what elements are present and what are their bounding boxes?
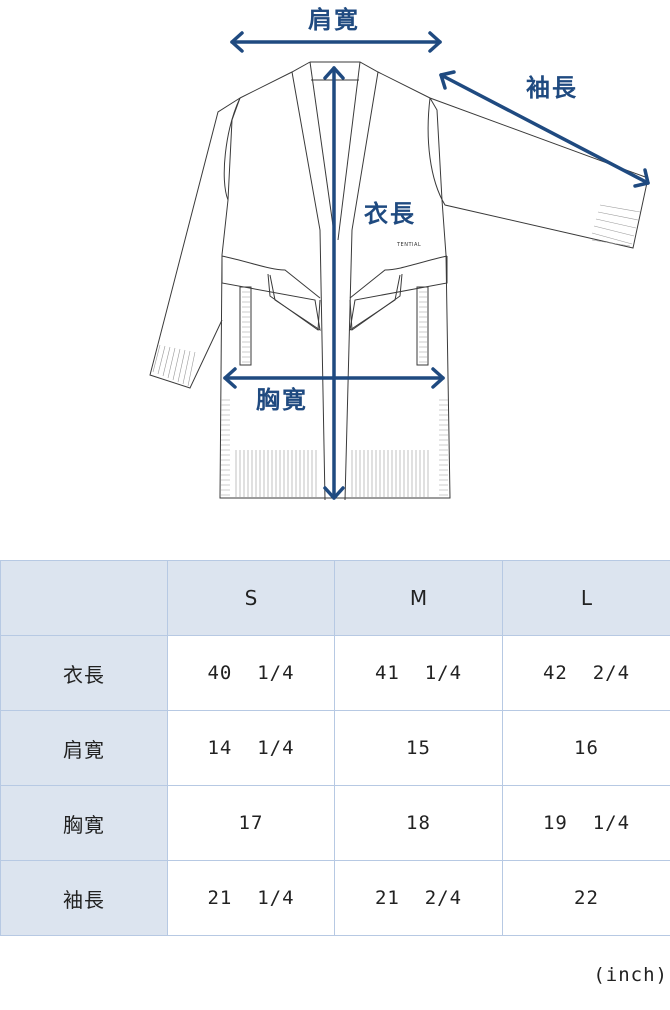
body-length-arrow [323,66,345,500]
header-cell-s: S [167,560,335,636]
cell-value: 15 [334,710,503,786]
sleeve-length-arrow [439,70,650,188]
sleeve-length-label: 袖長 [526,74,578,102]
cell-value: 42 2/4 [502,635,670,711]
cell-value: 21 2/4 [334,860,503,936]
row-label-chest-width: 胸寛 [0,785,168,861]
table-row: 胸寛 17 18 19 1/4 [0,785,670,861]
chest-width-label: 胸寛 [256,386,308,414]
row-label-sleeve-length: 袖長 [0,860,168,936]
cell-value: 14 1/4 [167,710,335,786]
cell-value: 21 1/4 [167,860,335,936]
header-cell-m: M [334,560,503,636]
cell-value: 22 [502,860,670,936]
cell-value: 41 1/4 [334,635,503,711]
body-length-label: 衣長 [364,200,416,228]
cell-value: 16 [502,710,670,786]
shoulder-width-arrow [230,31,442,53]
cardigan-drawing [149,31,650,501]
garment-illustration: 肩寛 袖長 衣長 胸寛 TENTIAL [149,6,650,501]
size-chart-table: S M L 衣長 40 1/4 41 1/4 42 2/4 肩寛 14 1/4 … [0,560,670,936]
table-row: 肩寛 14 1/4 15 16 [0,710,670,786]
row-label-body-length: 衣長 [0,635,168,711]
row-label-shoulder-width: 肩寛 [0,710,168,786]
header-cell-empty [0,560,168,636]
table-header-row: S M L [0,560,670,636]
chest-width-arrow [223,367,445,389]
cell-value: 18 [334,785,503,861]
unit-note: (inch) [593,964,668,986]
brand-mark: TENTIAL [397,242,422,248]
cell-value: 19 1/4 [502,785,670,861]
cell-value: 40 1/4 [167,635,335,711]
table-row: 袖長 21 1/4 21 2/4 22 [0,860,670,936]
shoulder-width-label: 肩寛 [308,6,360,34]
cell-value: 17 [167,785,335,861]
table-row: 衣長 40 1/4 41 1/4 42 2/4 [0,635,670,711]
header-cell-l: L [502,560,670,636]
